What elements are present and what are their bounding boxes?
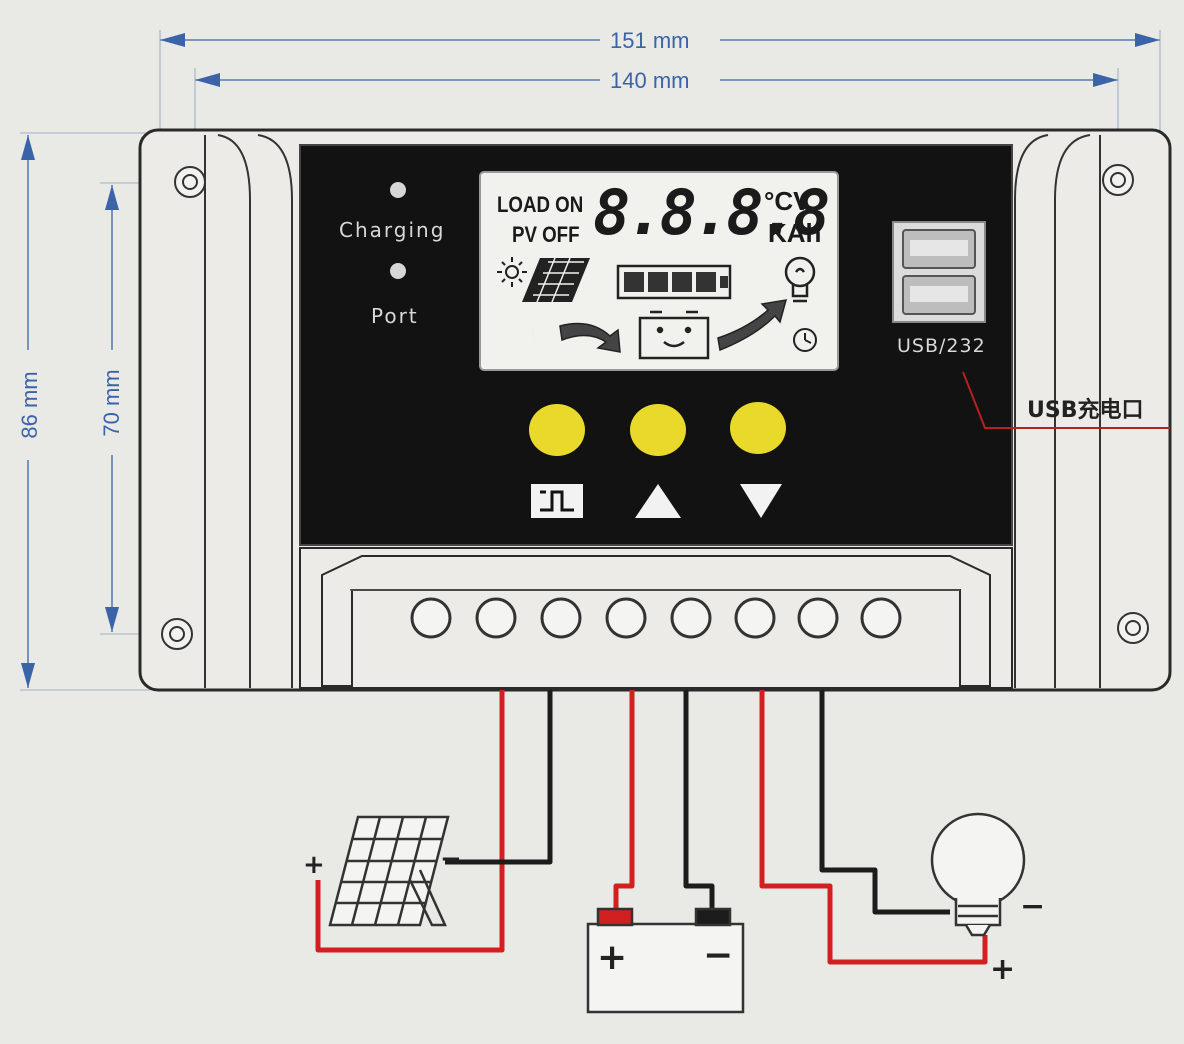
usb-port-label: USB/232: [897, 335, 986, 357]
battery-minus-sign: −: [703, 935, 734, 976]
menu-button[interactable]: [529, 404, 585, 456]
light-bulb-icon: [930, 812, 1026, 937]
battery-plus-sign: +: [597, 937, 628, 978]
lcd-screen: [479, 171, 839, 371]
terminal-screw-8: [860, 597, 902, 639]
battery-positive-wire: [613, 690, 635, 912]
port-label: Port: [371, 304, 419, 328]
terminal-screw-4: [605, 597, 647, 639]
wiring: [315, 690, 988, 965]
battery-negative-wire: [683, 690, 715, 912]
dim-70-arrow-top: [105, 185, 119, 210]
solar-panel-icon: [328, 815, 450, 927]
terminal-frame: [321, 555, 991, 687]
lcd-battery-face-icon: [638, 310, 710, 360]
down-button[interactable]: [730, 402, 786, 454]
terminal-screw-6: [734, 597, 776, 639]
battery-level-bars: [616, 264, 732, 300]
dim-86-arrow-top: [21, 135, 35, 160]
clock-icon: [793, 328, 817, 352]
port-led: [390, 263, 406, 279]
terminal-screws: [410, 597, 902, 639]
battery-icon: [586, 907, 745, 1014]
up-button[interactable]: [630, 404, 686, 456]
sun-icon: [497, 257, 527, 287]
flow-arrow-left: [559, 322, 621, 353]
mount-screw-bottom-right: [1117, 612, 1149, 644]
load-negative-wire: [819, 690, 950, 915]
lcd-pv-off: PV OFF: [512, 222, 580, 247]
triangle-down-icon: [740, 484, 782, 518]
usb-port-block: [892, 221, 986, 323]
mount-screw-bottom-left: [161, 618, 193, 650]
left-rib-3: [257, 134, 293, 688]
mount-screw-top-left: [174, 166, 206, 198]
right-rib-3: [1014, 134, 1049, 688]
solar-minus-sign: −: [440, 844, 462, 874]
terminal-screw-7: [797, 597, 839, 639]
charging-label: Charging: [339, 218, 446, 242]
solar-plus-sign: +: [303, 850, 325, 880]
load-minus-sign: −: [1020, 889, 1046, 924]
charging-led: [390, 182, 406, 198]
dim-inner-width-label: 140 mm: [610, 68, 690, 93]
dim-inner-height-label: 70 mm: [99, 369, 124, 437]
dim-140-arrow-right: [1093, 73, 1118, 87]
terminal-screw-3: [540, 597, 582, 639]
lcd-bulb-icon: [784, 256, 816, 303]
load-plus-sign: +: [990, 952, 1016, 987]
solar-negative-wire: [445, 690, 553, 865]
lcd-digits: 8.8.8.8: [593, 176, 830, 249]
lcd-solar-panel-icon: [522, 257, 590, 303]
dim-151-arrow-right: [1135, 33, 1160, 47]
right-rib-2: [1054, 134, 1091, 688]
terminal-screw-2: [475, 597, 517, 639]
lcd-load-on: LOAD ON: [497, 192, 584, 217]
mount-screw-top-right: [1102, 164, 1134, 196]
terminal-block: [299, 547, 1013, 689]
menu-icon: [531, 484, 583, 518]
load-positive-wire: [759, 690, 988, 965]
solar-positive-wire: [315, 690, 505, 953]
flow-arrow-right: [717, 299, 788, 352]
usb-callout-line: [962, 371, 1170, 429]
lcd-unit-top: °CV: [764, 186, 811, 216]
dim-outer-height-label: 86 mm: [17, 371, 42, 439]
dim-151-arrow-left: [160, 33, 185, 47]
dim-outer-width-label: 151 mm: [610, 28, 690, 53]
dim-70-arrow-bottom: [105, 607, 119, 632]
lcd-unit-bottom: KAh: [768, 218, 822, 248]
triangle-up-icon: [635, 484, 681, 518]
dim-140-arrow-left: [195, 73, 220, 87]
terminal-screw-1: [410, 597, 452, 639]
usb-callout-label: USB充电口: [1027, 398, 1144, 423]
dim-86-arrow-bottom: [21, 663, 35, 688]
terminal-screw-5: [670, 597, 712, 639]
left-rib-2: [217, 134, 251, 688]
